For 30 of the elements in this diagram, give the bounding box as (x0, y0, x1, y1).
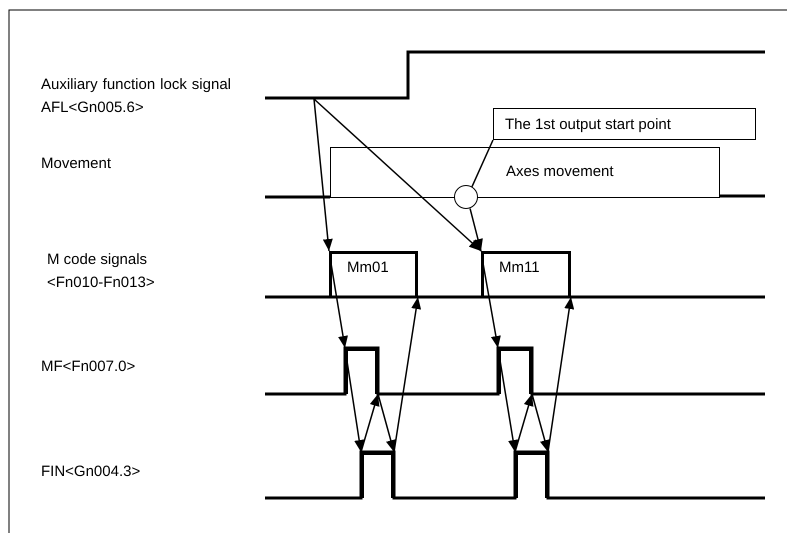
arrow (330, 262, 348, 348)
signal-name: MF<Fn007.0> (41, 357, 136, 377)
label-box (330, 147, 720, 198)
signal-value-text: Axes movement (506, 163, 614, 181)
arrow (547, 296, 574, 452)
arrow (393, 296, 422, 452)
signal-name: M code signals <Fn010-Fn013> (47, 250, 156, 293)
signal-pulse (498, 348, 532, 394)
arrow (514, 394, 534, 452)
signal-pulse (329, 251, 418, 297)
signal-pulse (481, 251, 571, 297)
marker-circle (454, 185, 478, 209)
signal-pulse (515, 452, 548, 498)
signal-name: Movement (41, 154, 112, 174)
signal-name: FIN<Gn004.3> (41, 462, 140, 482)
signal-pulse (361, 452, 394, 498)
arrow (313, 98, 333, 252)
signal-value-text: Mm01 (347, 259, 389, 277)
leader-line (471, 140, 494, 187)
arrow (469, 208, 483, 252)
arrow (377, 394, 396, 452)
signal-name: Auxiliary function lock signal AFL<Gn005.6> (41, 75, 231, 118)
signal-value-text: Mm11 (499, 259, 540, 277)
signal-value-text: The 1st output start point (505, 116, 671, 134)
arrow (314, 98, 482, 252)
label-box (493, 108, 756, 140)
arrow (482, 262, 501, 348)
arrow (531, 394, 550, 452)
arrow (360, 394, 380, 452)
signal-pulse (345, 348, 378, 394)
